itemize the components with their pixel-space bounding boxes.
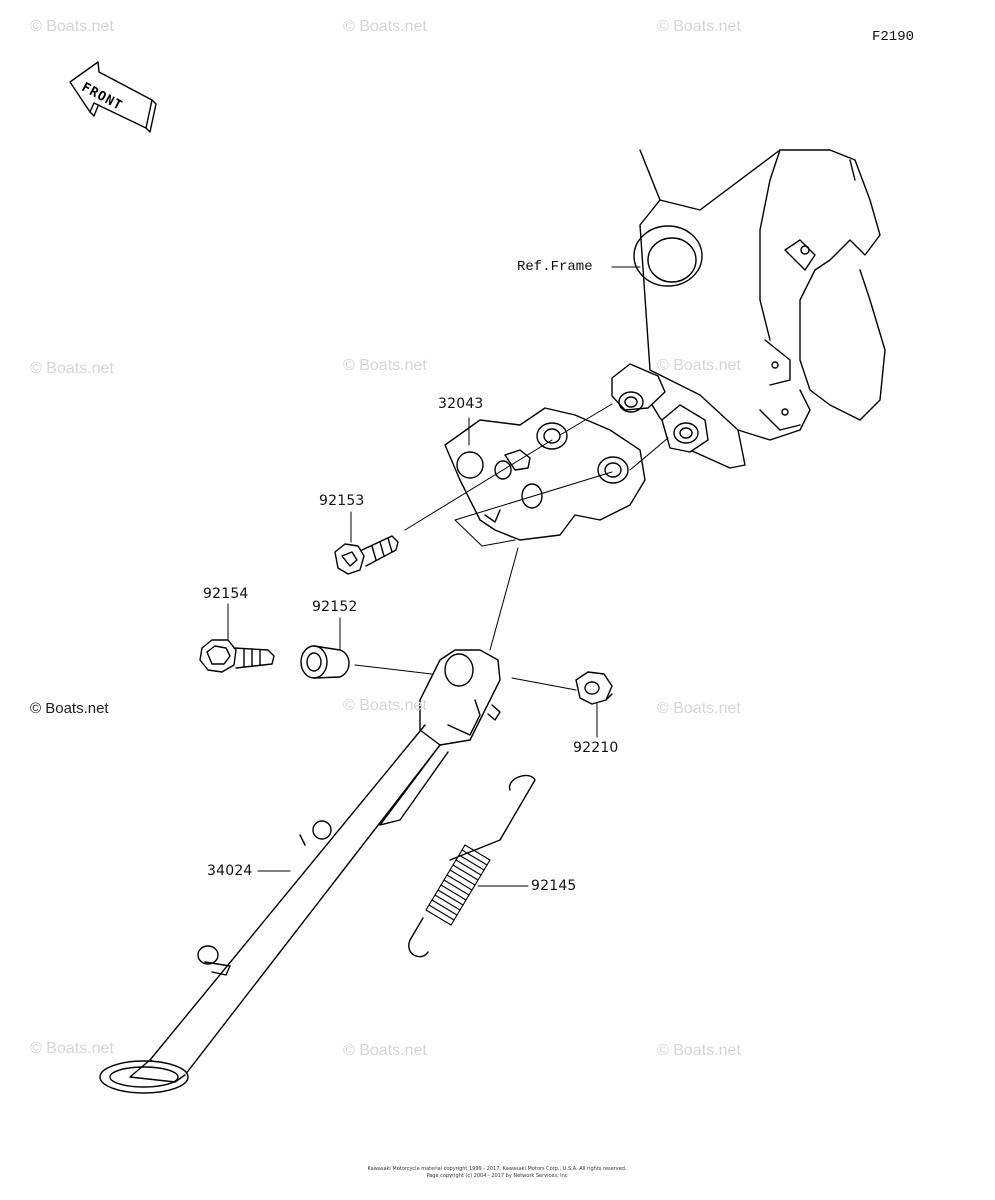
figure-code: F2190 [872,29,915,45]
watermark: © Boats.net [343,697,427,714]
watermark: © Boats.net [343,18,427,35]
watermark: © Boats.net [657,357,741,374]
spring-92145 [408,774,536,958]
front-arrow-icon [69,61,157,133]
part-label-92152: 92152 [312,599,358,615]
side-stand-34024 [99,649,501,1094]
nut-92210 [575,671,613,705]
part-label-92210: 92210 [573,740,619,756]
part-label-34024: 34024 [207,863,253,879]
ref-frame-label: Ref.Frame [517,259,593,275]
watermark: © Boats.net [657,1042,741,1059]
watermark: © Boats.net [657,18,741,35]
watermark: © Boats.net [343,1042,427,1059]
copyright-line-2: Page copyright (c) 2004 - 2017 by Networ… [426,1173,568,1179]
collar-92152 [300,645,350,679]
part-label-92153: 92153 [319,493,365,509]
copyright-line-1: Kawasaki Motorcycle material copyright 1… [367,1166,627,1172]
part-label-32043: 32043 [438,396,484,412]
part-label-92145: 92145 [531,878,577,894]
bolt-92153 [334,535,399,575]
frame-reference [611,149,886,469]
watermark: © Boats.net [30,18,114,35]
watermark: © Boats.net [30,1040,114,1057]
bolt-92154 [199,639,275,673]
part-label-92154: 92154 [203,586,249,602]
watermark: © Boats.net [30,360,114,377]
watermark: © Boats.net [657,700,741,717]
watermark-main: © Boats.net [30,700,109,717]
watermark: © Boats.net [343,357,427,374]
bracket-32043 [444,407,646,541]
